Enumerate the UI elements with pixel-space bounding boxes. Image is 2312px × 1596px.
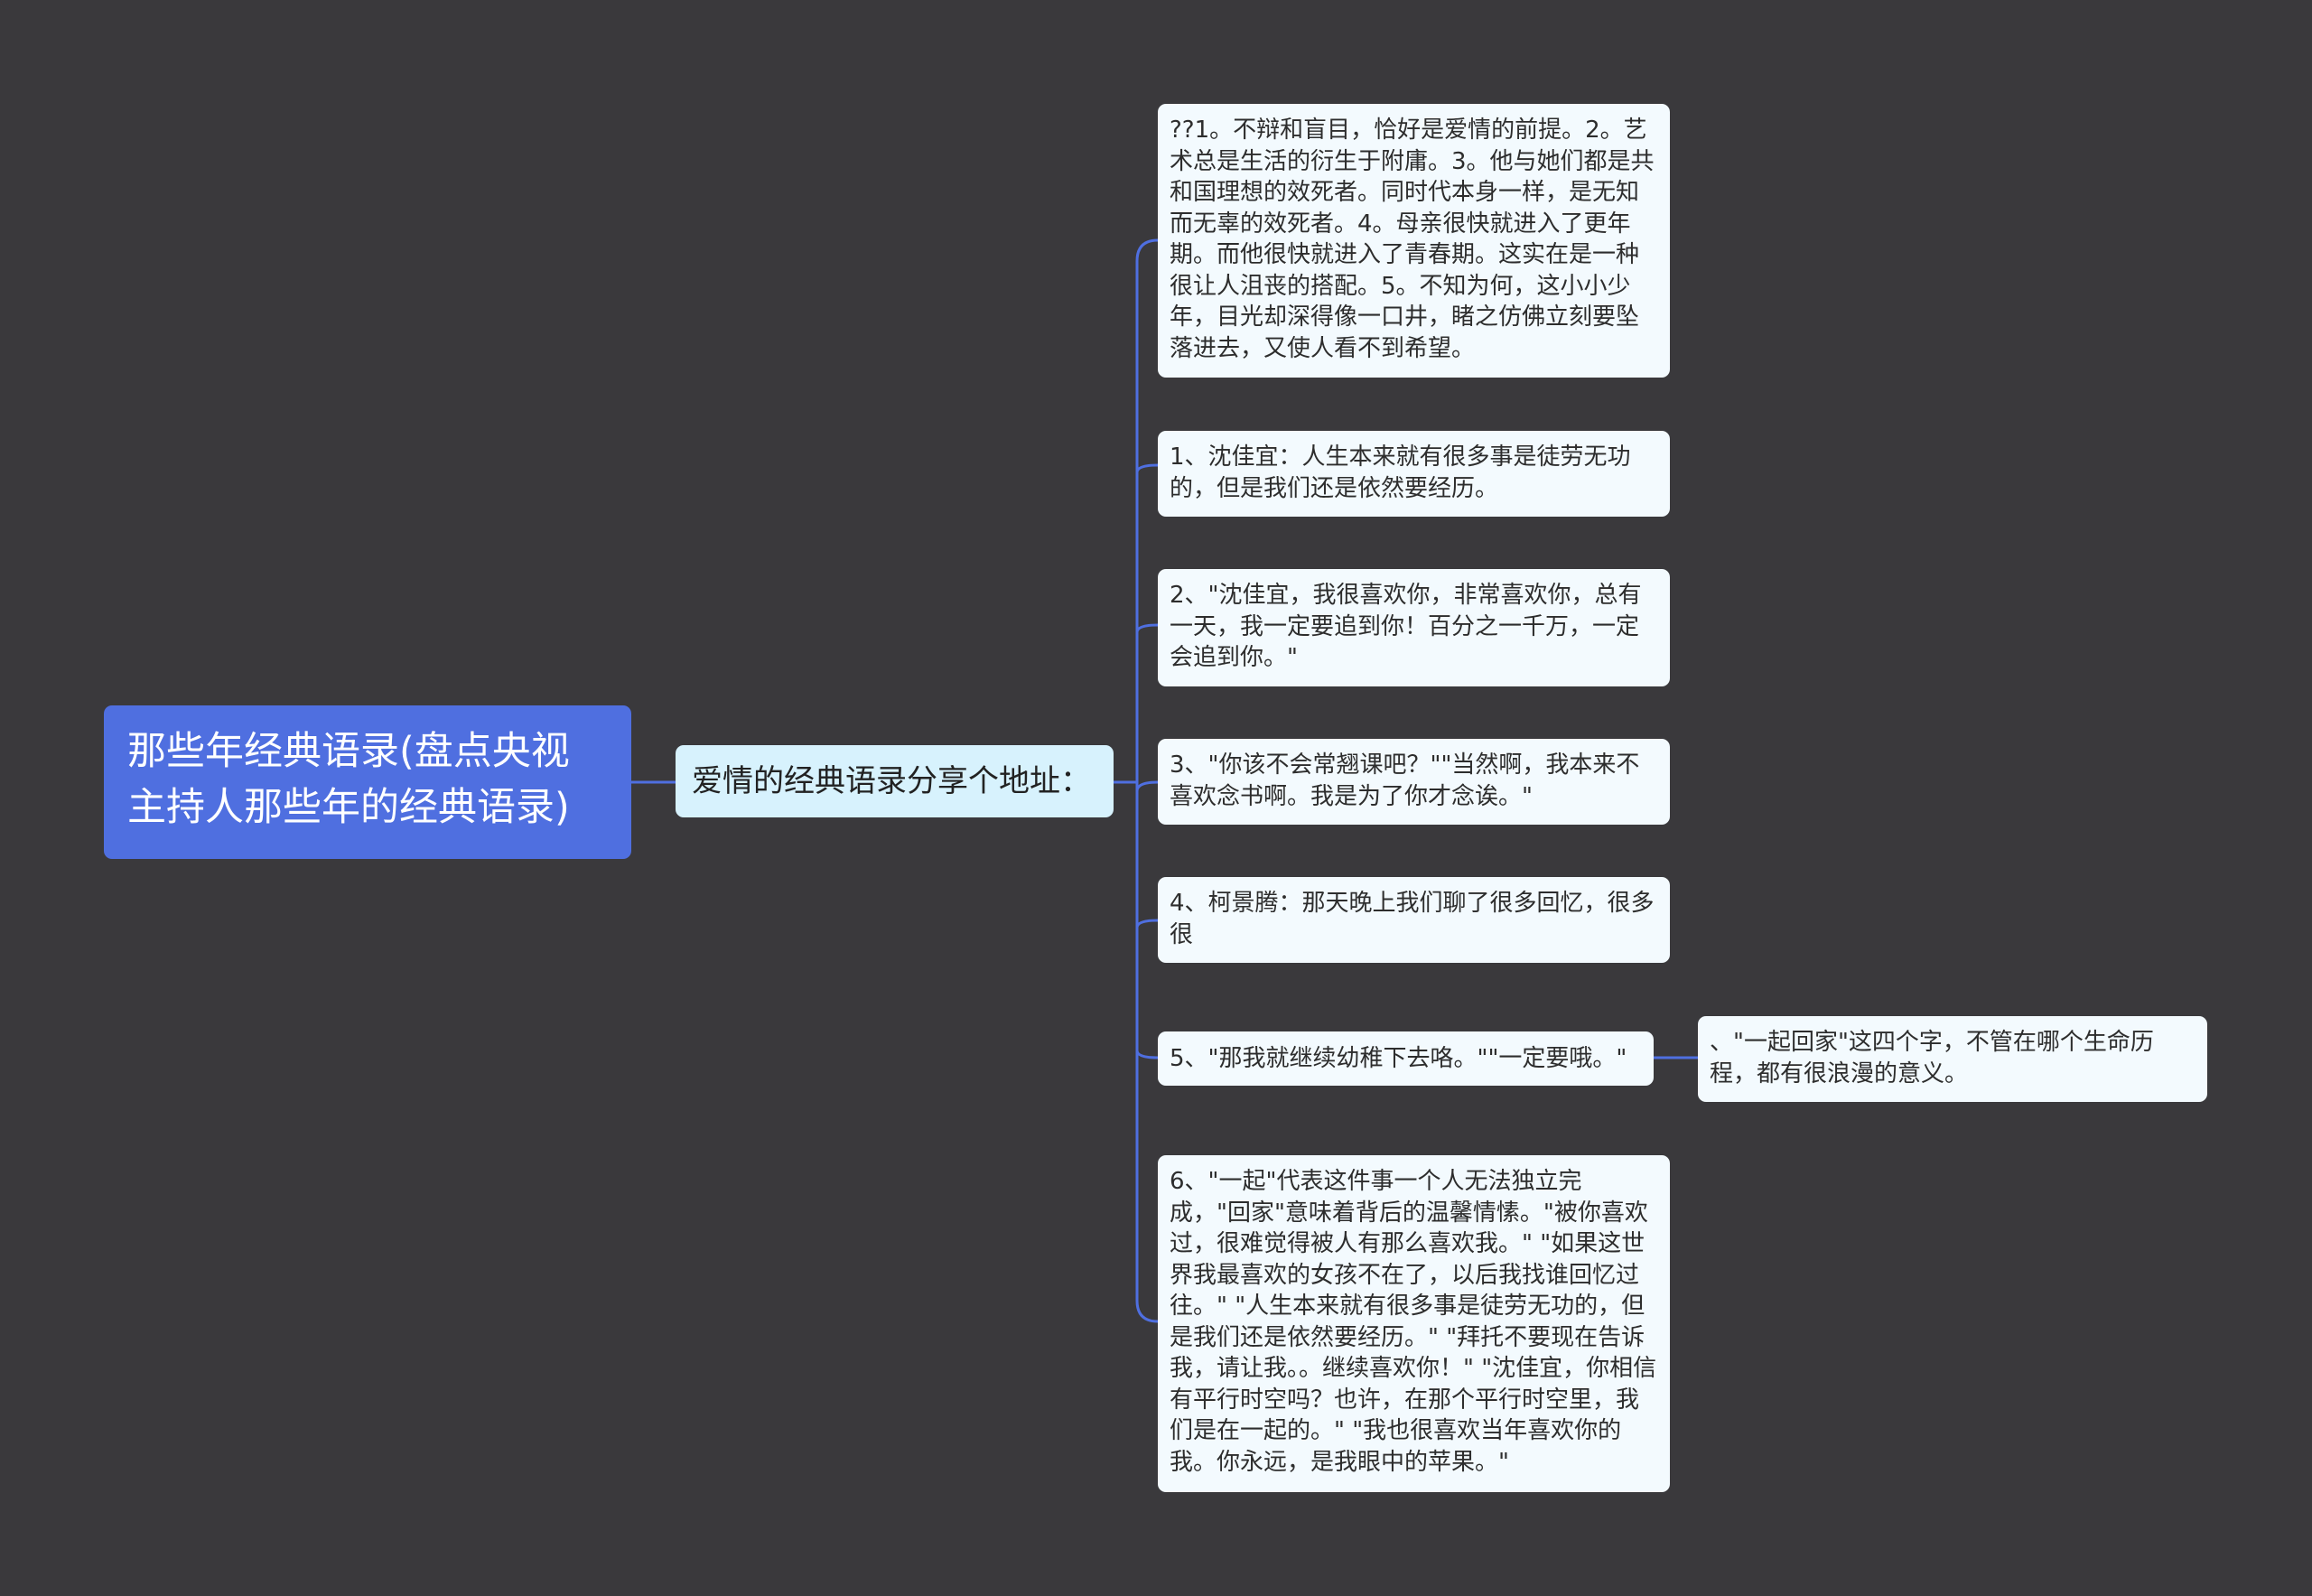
leaf-node-5-text: 5、"那我就继续幼稚下去咯。""一定要哦。" <box>1170 1045 1627 1072</box>
connector-leaf-3 <box>1135 780 1159 792</box>
connector-leaf-4 <box>1135 919 1159 929</box>
leaf-node-2[interactable]: 2、"沈佳宜，我很喜欢你，非常喜欢你，总有一天，我一定要追到你！百分之一千万，一… <box>1158 569 1670 686</box>
leaf-node-2-text: 2、"沈佳宜，我很喜欢你，非常喜欢你，总有一天，我一定要追到你！百分之一千万，一… <box>1170 582 1642 671</box>
branch-topic-label: 爱情的经典语录分享个地址： <box>692 763 1091 799</box>
leaf-node-0-text: ??1。不辩和盲目，恰好是爱情的前提。2。艺术总是生活的衍生于附庸。3。他与她们… <box>1170 117 1655 362</box>
connector-leaf-5 <box>1135 1050 1159 1059</box>
leaf-node-1-text: 1、沈佳宜：人生本来就有很多事是徒劳无功的，但是我们还是依然要经历。 <box>1170 443 1631 502</box>
leaf-node-5[interactable]: 5、"那我就继续幼稚下去咯。""一定要哦。" <box>1158 1031 1654 1086</box>
leaf-node-1[interactable]: 1、沈佳宜：人生本来就有很多事是徒劳无功的，但是我们还是依然要经历。 <box>1158 431 1670 517</box>
root-topic-node[interactable]: 那些年经典语录(盘点央视主持人那些年的经典语录) <box>104 705 631 859</box>
branch-topic-node[interactable]: 爱情的经典语录分享个地址： <box>676 745 1114 817</box>
leaf-node-6[interactable]: 6、"一起"代表这件事一个人无法独立完成，"回家"意味着背后的温馨情愫。"被你喜… <box>1158 1155 1670 1492</box>
root-topic-label: 那些年经典语录(盘点央视主持人那些年的经典语录) <box>127 729 570 830</box>
leaf-node-6-text: 6、"一起"代表这件事一个人无法独立完成，"回家"意味着背后的温馨情愫。"被你喜… <box>1170 1168 1657 1476</box>
sub-leaf-node[interactable]: 、"一起回家"这四个字，不管在哪个生命历程，都有很浪漫的意义。 <box>1698 1016 2207 1102</box>
connector-leaf-2 <box>1135 623 1159 633</box>
leaf-node-4-text: 4、柯景腾：那天晚上我们聊了很多回忆，很多很 <box>1170 890 1655 948</box>
connector-trunk <box>1135 238 1159 1323</box>
leaf-node-3-text: 3、"你该不会常翘课吧？""当然啊，我本来不喜欢念书啊。我是为了你才念诶。" <box>1170 751 1640 810</box>
leaf-node-4[interactable]: 4、柯景腾：那天晚上我们聊了很多回忆，很多很 <box>1158 877 1670 963</box>
leaf-node-0[interactable]: ??1。不辩和盲目，恰好是爱情的前提。2。艺术总是生活的衍生于附庸。3。他与她们… <box>1158 104 1670 378</box>
leaf-node-3[interactable]: 3、"你该不会常翘课吧？""当然啊，我本来不喜欢念书啊。我是为了你才念诶。" <box>1158 739 1670 825</box>
sub-leaf-node-text: 、"一起回家"这四个字，不管在哪个生命历程，都有很浪漫的意义。 <box>1710 1029 2154 1087</box>
connector-leaf-1 <box>1135 463 1159 473</box>
